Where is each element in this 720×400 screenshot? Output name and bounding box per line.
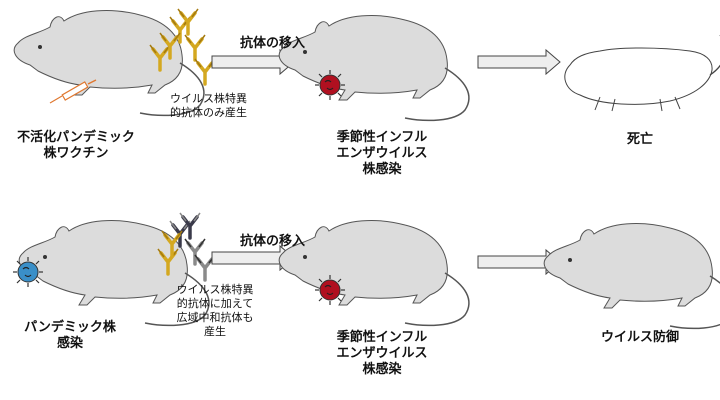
protected-mouse	[543, 222, 720, 330]
infection-label: パンデミック株 感染	[24, 320, 116, 351]
outcome-label-2: ウイルス防御	[600, 330, 679, 345]
virus-icon	[314, 274, 346, 306]
recipient-mouse-2	[278, 219, 470, 327]
dead-mouse-icon	[564, 35, 720, 112]
virus-icon	[314, 69, 346, 101]
recipient-mouse-1	[278, 14, 470, 122]
transfer-label-1: 抗体の移入	[240, 36, 306, 51]
arrow-icon	[477, 49, 561, 75]
antibody-note-1: ウイルス株特異 的抗体のみ産生	[170, 92, 247, 119]
antibody-note-2: ウイルス株特異 的抗体に加えて 広域中和抗体も 産生	[176, 283, 254, 338]
syringe-icon	[49, 79, 97, 104]
transfer-label-2: 抗体の移入	[240, 234, 306, 249]
outcome-label-1: 死亡	[626, 132, 653, 147]
challenge-label-2: 季節性インフル エンザウイルス 株感染	[336, 330, 428, 377]
vaccine-label: 不活化パンデミック 株ワクチン	[17, 130, 135, 161]
challenge-label-1: 季節性インフル エンザウイルス 株感染	[336, 130, 428, 177]
virus-icon	[12, 256, 44, 288]
